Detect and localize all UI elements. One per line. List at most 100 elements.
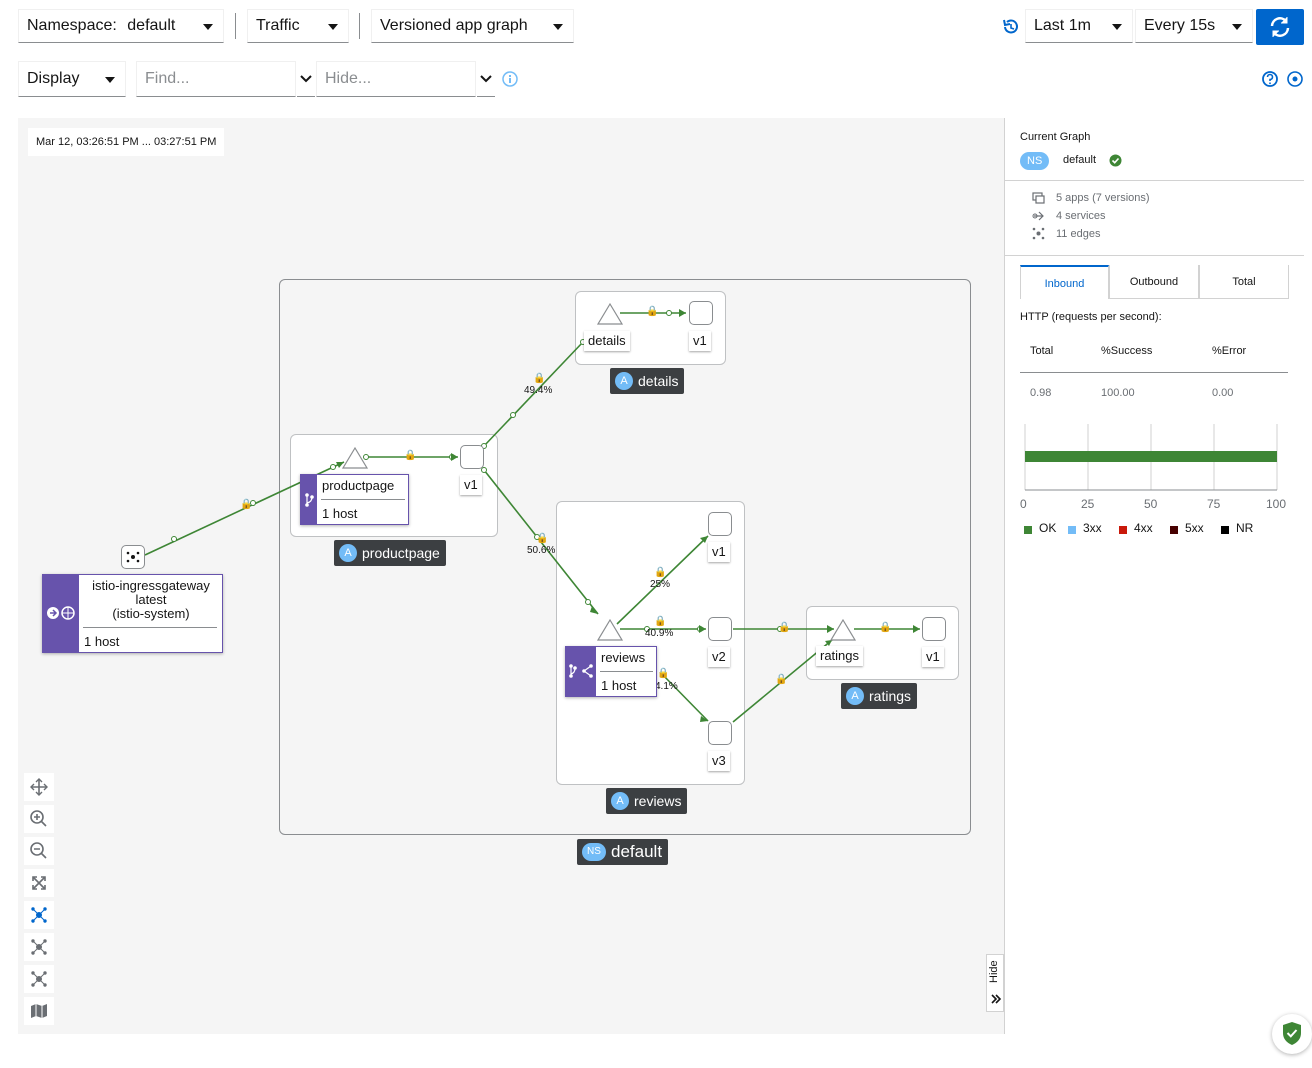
col-success: %Success — [1101, 345, 1153, 357]
col-total: Total — [1030, 345, 1054, 357]
find-input[interactable]: Find... — [136, 61, 296, 97]
legend-button[interactable] — [24, 997, 54, 1025]
double-chevron-right-icon — [991, 994, 1002, 1004]
reviews-app-badge[interactable]: A reviews — [606, 788, 688, 814]
topology-icon — [31, 971, 47, 987]
app-badge-icon: A — [846, 687, 864, 705]
history-icon[interactable] — [1001, 17, 1021, 37]
caret-down-icon — [328, 24, 338, 30]
caret-down-icon — [1232, 24, 1242, 30]
panel-services: 4 services — [1056, 210, 1106, 222]
gateway-namespace: (istio-system) — [112, 606, 190, 621]
hide-history-toggle[interactable] — [477, 62, 495, 97]
reviews-v1-node[interactable] — [708, 512, 732, 536]
find-placeholder: Find... — [145, 70, 190, 87]
lock-icon: 🔒 — [654, 616, 667, 627]
edge-label-reviews-v1: 25% — [650, 579, 671, 590]
layout-2-button[interactable] — [24, 965, 54, 993]
pan-button[interactable] — [24, 773, 54, 801]
code-branch-icon — [569, 664, 593, 678]
divider — [321, 499, 405, 500]
edge-label-details: 49.4% — [524, 385, 553, 396]
layout-default-button[interactable] — [24, 901, 54, 929]
reviews-v3-label: v3 — [708, 751, 730, 771]
ratings-v1-label: v1 — [922, 647, 944, 667]
mtls-status[interactable] — [1272, 1014, 1312, 1054]
productpage-service-card[interactable]: productpage 1 host — [300, 474, 409, 525]
shield-icon — [1283, 1022, 1301, 1045]
ratings-v1-node[interactable] — [922, 617, 946, 641]
tick-25: 25 — [1081, 497, 1095, 511]
ratings-service-label: ratings — [816, 646, 864, 666]
fit-button[interactable] — [24, 869, 54, 897]
productpage-service-node[interactable] — [341, 446, 369, 470]
edge-reviews-v1 — [616, 535, 709, 625]
gateway-card[interactable]: istio-ingressgateway latest (istio-syste… — [42, 574, 223, 653]
col-error: %Error — [1212, 345, 1247, 357]
productpage-app-label: productpage — [362, 545, 440, 561]
refresh-button[interactable] — [1256, 9, 1304, 45]
graph-edges — [144, 309, 920, 723]
gateway-node[interactable] — [121, 545, 145, 569]
divider — [600, 671, 653, 672]
expand-icon — [32, 876, 46, 890]
namespace-value: default — [127, 17, 176, 34]
topology-icon — [31, 939, 47, 955]
app-badge-icon: A — [611, 792, 629, 810]
services-icon — [1032, 211, 1044, 221]
ratings-app-badge[interactable]: A ratings — [841, 683, 918, 709]
find-history-toggle[interactable] — [297, 62, 315, 97]
app-badge-icon: A — [615, 372, 633, 390]
duration-label: Last 1m — [1034, 17, 1091, 34]
reviews-v3-node[interactable] — [708, 721, 732, 745]
layout-1-button[interactable] — [24, 933, 54, 961]
chevron-down-icon — [300, 75, 312, 83]
display-dropdown[interactable]: Display — [18, 61, 126, 97]
graph-type-dropdown[interactable]: Versioned app graph — [371, 9, 574, 43]
lock-icon: 🔒 — [778, 622, 791, 633]
tab-outbound[interactable]: Outbound — [1109, 265, 1199, 299]
namespace-badge[interactable]: NS default — [577, 839, 669, 865]
reviews-service-node[interactable] — [596, 618, 624, 642]
hide-input[interactable]: Hide... — [316, 61, 476, 97]
panel-namespace[interactable]: default — [1063, 154, 1097, 166]
namespace-label: Namespace: — [27, 17, 117, 34]
map-icon — [31, 1004, 47, 1018]
help-icon[interactable] — [1261, 70, 1279, 88]
lock-icon: 🔒 — [775, 674, 788, 685]
caret-down-icon — [553, 24, 563, 30]
lock-icon: 🔒 — [654, 567, 667, 578]
panel-apps: 5 apps (7 versions) — [1056, 192, 1150, 204]
reviews-v1-label: v1 — [708, 542, 730, 562]
hide-panel-label: Hide — [988, 960, 1000, 983]
graph-settings-icon[interactable] — [1286, 70, 1304, 88]
hide-panel-toggle[interactable]: Hide — [986, 954, 1004, 1012]
details-service-node[interactable] — [596, 302, 624, 326]
reviews-service-card[interactable]: reviews 1 host — [565, 646, 657, 697]
namespace-box-label: default — [611, 842, 663, 861]
reviews-v2-node[interactable] — [708, 617, 732, 641]
refresh-interval-dropdown[interactable]: Every 15s — [1135, 9, 1253, 43]
edge-label-reviews-v3: 4.1% — [655, 681, 678, 692]
productpage-app-badge[interactable]: A productpage — [334, 540, 446, 566]
app-badge-icon: A — [339, 544, 357, 562]
namespace-dropdown[interactable]: Namespace: default — [18, 9, 224, 43]
gateway-strip — [43, 575, 79, 652]
zoom-in-button[interactable] — [24, 805, 54, 833]
info-icon[interactable] — [501, 70, 519, 88]
productpage-v1-node[interactable] — [460, 445, 484, 469]
hide-placeholder: Hide... — [325, 70, 372, 87]
tab-total[interactable]: Total — [1199, 265, 1289, 299]
details-app-badge[interactable]: A details — [610, 368, 685, 394]
zoom-out-button[interactable] — [24, 837, 54, 865]
zoom-out-icon — [30, 842, 47, 859]
zoom-in-icon — [30, 810, 47, 827]
duration-dropdown[interactable]: Last 1m — [1025, 9, 1133, 43]
traffic-dropdown[interactable]: Traffic — [247, 9, 349, 43]
ratings-service-node[interactable] — [829, 618, 857, 642]
productpage-hosts: 1 host — [322, 506, 358, 521]
lock-icon: 🔒 — [536, 533, 549, 544]
tab-inbound[interactable]: Inbound — [1020, 265, 1109, 299]
details-v1-node[interactable] — [689, 301, 713, 325]
applications-icon — [1032, 192, 1045, 204]
